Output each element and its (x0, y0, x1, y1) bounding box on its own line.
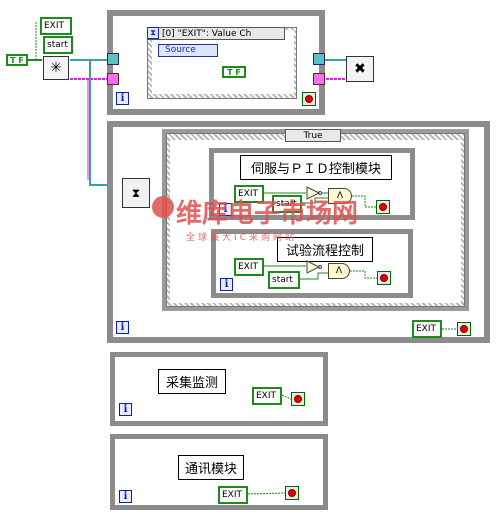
flow-exit-label: EXIT (238, 262, 259, 272)
watermark-text: 维库电子市场网 (176, 193, 358, 230)
event-structure-inner (152, 30, 294, 94)
and-gate-icon: Λ (328, 188, 352, 204)
flow-start-local[interactable]: start (268, 271, 300, 289)
event-data-node: Source (158, 44, 218, 57)
shift-register-right (313, 53, 325, 65)
main-iteration-icon: i (116, 321, 129, 334)
case-selector[interactable]: True (285, 129, 341, 142)
communication-label: 通讯模块 (178, 455, 244, 480)
acquisition-text: 采集监测 (165, 376, 218, 391)
exit-control[interactable]: EXIT (40, 17, 72, 35)
comm-exit-label: EXIT (222, 490, 243, 500)
flow-and-gate-icon: Λ (328, 263, 350, 279)
flow-start-label: start (272, 275, 293, 285)
iteration-icon: i (116, 92, 129, 105)
tf-constant-label: T F (10, 56, 24, 65)
watermark-subtitle-value: 全球最大IC采购网站 (186, 233, 297, 243)
flow-stop-terminal[interactable] (377, 271, 391, 285)
servo-start-local[interactable]: start (272, 195, 302, 213)
flow-and-gate-glyph: Λ (335, 266, 343, 276)
shift-register-right-2 (313, 73, 325, 85)
stop-terminal[interactable] (302, 92, 316, 106)
comm-stop-terminal[interactable] (285, 486, 299, 500)
watermark-subtitle: 全球最大IC采购网站 (186, 230, 297, 243)
exit-control-label: EXIT (44, 21, 65, 31)
source-label: Source (165, 45, 196, 55)
main-exit-label: EXIT (416, 324, 437, 334)
build-array-node[interactable]: ✳ (43, 56, 69, 80)
flow-iteration-icon: i (220, 278, 233, 291)
acq-exit-label: EXIT (256, 391, 277, 401)
destroy-queue-node[interactable]: ✖ (346, 56, 374, 82)
comm-iteration-icon: i (119, 490, 132, 503)
start-control-label: start (47, 40, 68, 50)
shift-register-left (107, 53, 119, 65)
main-iteration-glyph: i (120, 322, 125, 333)
shift-register-left-2 (107, 73, 119, 85)
tf-constant-event-label: T F (227, 68, 241, 77)
comm-iteration-glyph: i (123, 491, 128, 502)
event-case-label: [0] "EXIT": Value Ch (162, 29, 252, 39)
servo-exit-label: EXIT (238, 189, 259, 199)
communication-text: 通讯模块 (184, 462, 237, 477)
start-control[interactable]: start (43, 36, 73, 54)
iteration-glyph: i (120, 93, 125, 104)
acq-iteration-icon: i (119, 403, 132, 416)
main-stop-terminal[interactable] (457, 322, 471, 336)
servo-exit-local[interactable]: EXIT (234, 185, 264, 203)
servo-pid-text: 伺服与ＰＩＤ控制模块 (250, 162, 381, 177)
servo-start-label: start (276, 199, 297, 209)
flow-exit-local[interactable]: EXIT (234, 258, 264, 276)
watermark-logo-icon (152, 196, 174, 218)
case-selector-label: True (303, 131, 323, 141)
hourglass-icon: ⧗ (147, 27, 159, 39)
servo-pid-label: 伺服与ＰＩＤ控制模块 (240, 155, 392, 180)
not-gate-icon (306, 186, 322, 200)
flow-iteration-glyph: i (224, 279, 229, 290)
flow-not-gate-icon (306, 260, 322, 274)
acq-iteration-glyph: i (123, 404, 128, 415)
servo-stop-terminal[interactable] (376, 200, 390, 214)
tf-constant[interactable]: T F (6, 54, 28, 66)
acquisition-label: 采集监测 (158, 369, 226, 394)
test-flow-text: 试验流程控制 (285, 244, 364, 259)
watermark-text-value: 维库电子市场网 (176, 199, 359, 229)
servo-iteration-glyph: i (223, 204, 228, 215)
test-flow-label: 试验流程控制 (277, 237, 373, 262)
servo-iteration-icon: i (219, 203, 232, 216)
main-exit-local[interactable]: EXIT (412, 320, 442, 338)
and-gate-glyph: Λ (336, 191, 344, 201)
acq-exit-local[interactable]: EXIT (252, 387, 282, 405)
queue-dequeue-node[interactable]: ⧗ (122, 178, 150, 208)
comm-exit-local[interactable]: EXIT (218, 486, 248, 504)
acq-stop-terminal[interactable] (291, 392, 305, 406)
tf-constant-event[interactable]: T F (222, 66, 246, 78)
event-case-selector[interactable]: [0] "EXIT": Value Ch (147, 27, 285, 40)
